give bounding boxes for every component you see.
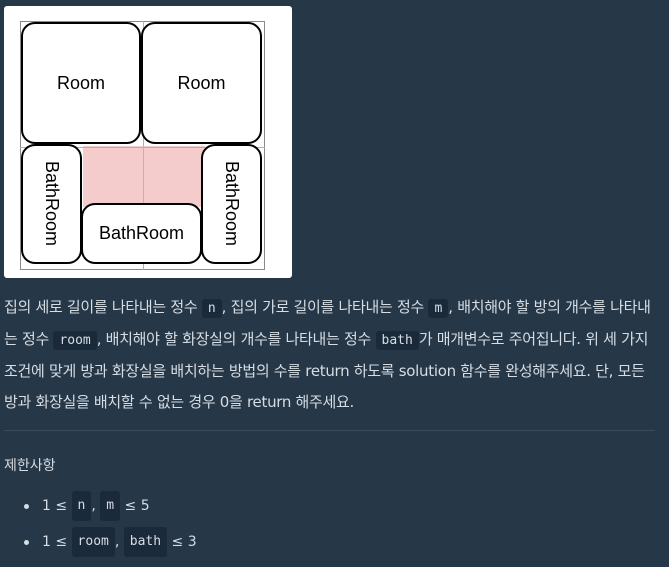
- bullet-icon: [24, 539, 29, 545]
- section-divider: [4, 430, 655, 431]
- room-tile-left: Room: [21, 22, 141, 144]
- desc-text: 집의 세로 길이를 나타내는 정수: [4, 298, 202, 316]
- house-layout-figure: Room Room BathRoom BathRoom BathRoom: [4, 6, 292, 278]
- constraints-title: 제한사항: [4, 458, 56, 474]
- desc-text: 가 매개변수로 주어집니다. 위 세 가지 조건에 맞게 방과 화장실을 배치하…: [4, 330, 649, 411]
- room-tile-left-label: Room: [56, 72, 105, 93]
- code-n: n: [71, 491, 92, 521]
- desc-text: , 배치해야 할 방의 개수를 나타내는 정수: [4, 298, 651, 348]
- bathroom-tile-bottom-label: BathRoom: [98, 223, 185, 243]
- bathroom-tile-right-label: BathRoom: [222, 161, 242, 247]
- bathroom-tile-right: BathRoom: [201, 144, 262, 264]
- grid-horizontal-line: [20, 147, 265, 148]
- code-room: room: [53, 331, 97, 350]
- constraints-list: 1 ≤ n, m ≤ 5 1 ≤ room, bath ≤ 3: [24, 488, 197, 560]
- bathroom-tile-bottom: BathRoom: [81, 203, 202, 264]
- room-tile-right-label: Room: [177, 72, 226, 93]
- highlight-divider: [143, 146, 144, 207]
- constraint-text: ≤ 3: [167, 534, 197, 550]
- room-tile-right: Room: [141, 22, 262, 144]
- empty-cells-highlight: [83, 146, 205, 207]
- desc-text: , 집의 가로 길이를 나타내는 정수: [221, 298, 429, 316]
- code-bath: bath: [375, 331, 419, 350]
- code-n: n: [201, 299, 222, 318]
- code-bath: bath: [123, 527, 168, 557]
- constraint-separator: ,: [114, 534, 124, 550]
- constraint-text: 1 ≤: [42, 498, 72, 514]
- constraint-item: 1 ≤ n, m ≤ 5: [24, 488, 197, 524]
- desc-text: , 배치해야 할 화장실의 개수를 나타내는 정수: [96, 330, 376, 348]
- house-grid-outline: [20, 21, 265, 270]
- bathroom-tile-left-label: BathRoom: [42, 161, 62, 247]
- code-room: room: [71, 527, 115, 557]
- constraint-item: 1 ≤ room, bath ≤ 3: [24, 524, 197, 560]
- constraint-text: 1 ≤: [42, 534, 72, 550]
- constraint-text: ≤ 5: [120, 498, 150, 514]
- constraint-separator: ,: [91, 498, 101, 514]
- code-m: m: [100, 491, 121, 521]
- bullet-icon: [24, 503, 29, 509]
- grid-vertical-line: [143, 21, 144, 270]
- code-m: m: [428, 299, 449, 318]
- bathroom-tile-left: BathRoom: [21, 144, 82, 264]
- problem-description: 집의 세로 길이를 나타내는 정수 n, 집의 가로 길이를 나타내는 정수 m…: [4, 292, 662, 418]
